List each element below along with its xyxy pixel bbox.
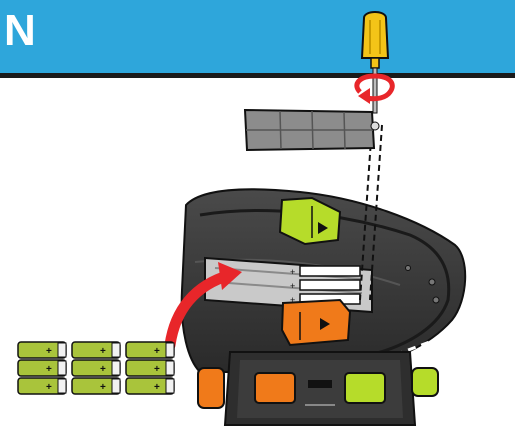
insert-arrow-icon (164, 262, 242, 351)
header-title: N (4, 6, 37, 55)
svg-text:+: + (46, 346, 52, 357)
battery-stack: + + + + + + + (17, 341, 175, 395)
svg-text:+: + (154, 346, 160, 357)
battery: + (71, 359, 121, 377)
svg-text:+: + (100, 346, 106, 357)
battery: + (125, 377, 175, 395)
polarity-mark-1: + (290, 267, 295, 277)
lime-clip-top (278, 196, 342, 246)
svg-text:+: + (100, 364, 106, 375)
rotate-arrow-icon (354, 73, 395, 104)
orange-clip (280, 298, 352, 347)
battery-compartment: + + + (204, 256, 373, 314)
battery: + (71, 377, 121, 395)
svg-text:+: + (100, 382, 106, 393)
svg-text:+: + (154, 364, 160, 375)
svg-text:+: + (46, 364, 52, 375)
svg-text:+: + (46, 382, 52, 393)
header-banner: N (0, 0, 515, 73)
polarity-mark-2: + (290, 281, 295, 291)
controller (197, 351, 439, 426)
battery: + (71, 341, 121, 359)
battery: + (17, 341, 67, 359)
svg-text:+: + (154, 382, 160, 393)
polarity-mark-3: + (290, 295, 295, 305)
battery: + (125, 359, 175, 377)
battery: + (17, 377, 67, 395)
screwdriver-icon (360, 11, 390, 114)
battery-cover (243, 108, 380, 152)
battery: + (125, 341, 175, 359)
header-divider (0, 73, 515, 78)
battery: + (17, 359, 67, 377)
